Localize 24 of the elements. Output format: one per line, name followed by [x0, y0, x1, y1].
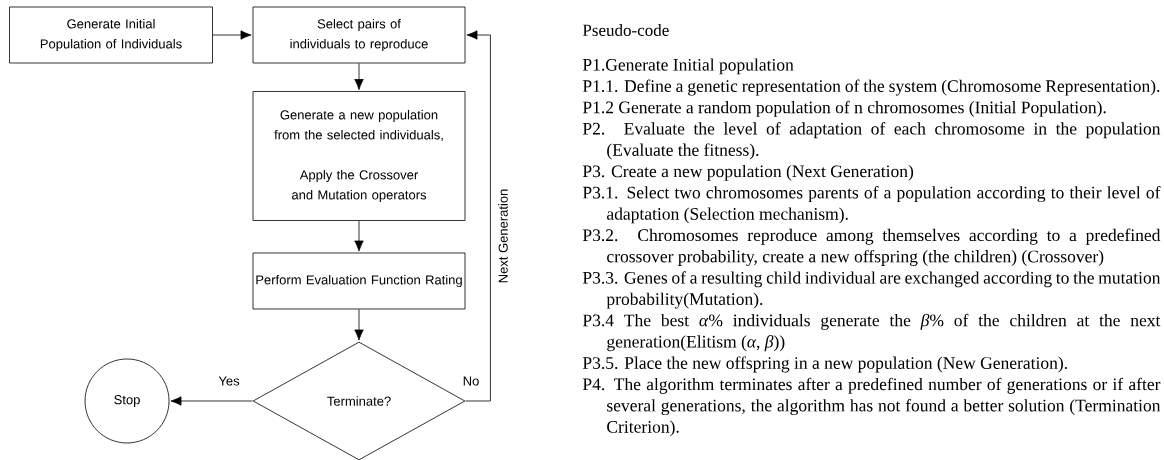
- pseudo-code-step: P3. Create a new population (Next Generation): [582, 164, 914, 181]
- arrow: [170, 396, 253, 406]
- pseudo-code-step: P1.1. Define a genetic representation of the system (Chromosome Representation).: [582, 79, 1160, 96]
- pseudo-code-step: P2. Evaluate the level of adaptation of each chromosome in the population (Evaluate the fitness).: [582, 122, 1161, 160]
- pseudo-code-step: P3.1. Select two chromosomes parents of a population according to their level of adaptation (Selection mechanism).: [582, 186, 1161, 224]
- arrow: [354, 63, 364, 90]
- arrow: [212, 30, 252, 40]
- process-box: Generate Initial Population of Individuals: [9, 6, 213, 64]
- pseudo-code-step: P3.2. Chromosomes reproduce among themselves according to a predefined crossover probability, create a new offspring (the children) (Crossover): [582, 228, 1161, 266]
- pseudo-code-step: P3.4 The best α% individuals generate the β% of the children at the next generation(Elitism (α, β)): [582, 313, 1161, 352]
- pseudo-code-step: P3.5. Place the new offspring in a new population (New Generation).: [582, 356, 1067, 373]
- pseudo-code-step: P3.3. Genes of a resulting child individual are exchanged according to the mutation probability(Mutation).: [582, 271, 1161, 309]
- pseudo-code-step: P1.2 Generate a random population of n chromosomes (Initial Population).: [582, 100, 1106, 117]
- arrow: [354, 220, 364, 252]
- process-box: Perform Evaluation Function Rating: [252, 252, 466, 310]
- arrow: [465, 30, 491, 402]
- pseudo-code-step: P1.Generate Initial population: [582, 58, 794, 75]
- rotated-label: Next Generation: [497, 187, 509, 285]
- arrow: [354, 309, 364, 341]
- heading: Pseudo-code: [582, 24, 669, 36]
- process-box: Select pairs of individuals to reproduce: [252, 6, 466, 64]
- process-box: Generate a new population from the selected individuals, Apply the Crossover and Mutation operators: [252, 91, 466, 221]
- edge-label: Yes: [217, 375, 241, 387]
- pseudo-code-step: P4. The algorithm terminates after a predefined number of generations or if after several generations, the algorithm has not found a better solution (Termination Criterion).: [582, 377, 1161, 437]
